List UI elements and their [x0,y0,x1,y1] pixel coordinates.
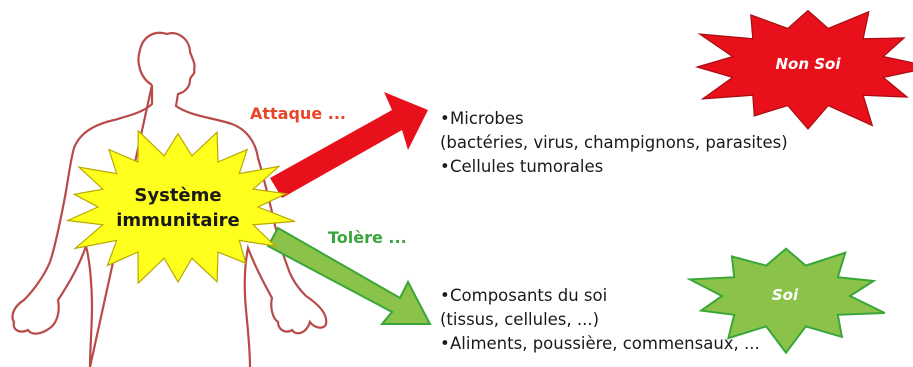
bullet: • [440,284,450,308]
list-item-text: Cellules tumorales [450,157,603,176]
list-item: •Microbes [440,107,788,131]
list-item-text: Microbes [450,109,524,128]
list-item: •Aliments, poussière, commensaux, ... [440,332,760,356]
list-item: (tissus, cellules, ...) [440,308,760,332]
tolere-label: Tolère ... [328,228,407,247]
list-item: •Cellules tumorales [440,155,788,179]
list-item: (bactéries, virus, champignons, parasite… [440,131,788,155]
list-item-text: Aliments, poussière, commensaux, ... [450,334,760,353]
nonsoi-label: Non Soi [748,55,868,73]
immune-system-label-line1: Système [108,183,248,208]
immune-system-label-line2: immunitaire [108,208,248,233]
list-item-text: Composants du soi [450,286,607,305]
list-item: •Composants du soi [440,284,760,308]
bullet: • [440,332,450,356]
nonsoi-list: •Microbes (bactéries, virus, champignons… [440,107,788,179]
list-item-text: (tissus, cellules, ...) [440,310,599,329]
attaque-label: Attaque ... [250,104,346,123]
bullet: • [440,107,450,131]
immune-system-label: Système immunitaire [108,183,248,233]
list-item-text: (bactéries, virus, champignons, parasite… [440,133,788,152]
soi-label: Soi [755,286,815,304]
bullet: • [440,155,450,179]
soi-list: •Composants du soi (tissus, cellules, ..… [440,284,760,356]
